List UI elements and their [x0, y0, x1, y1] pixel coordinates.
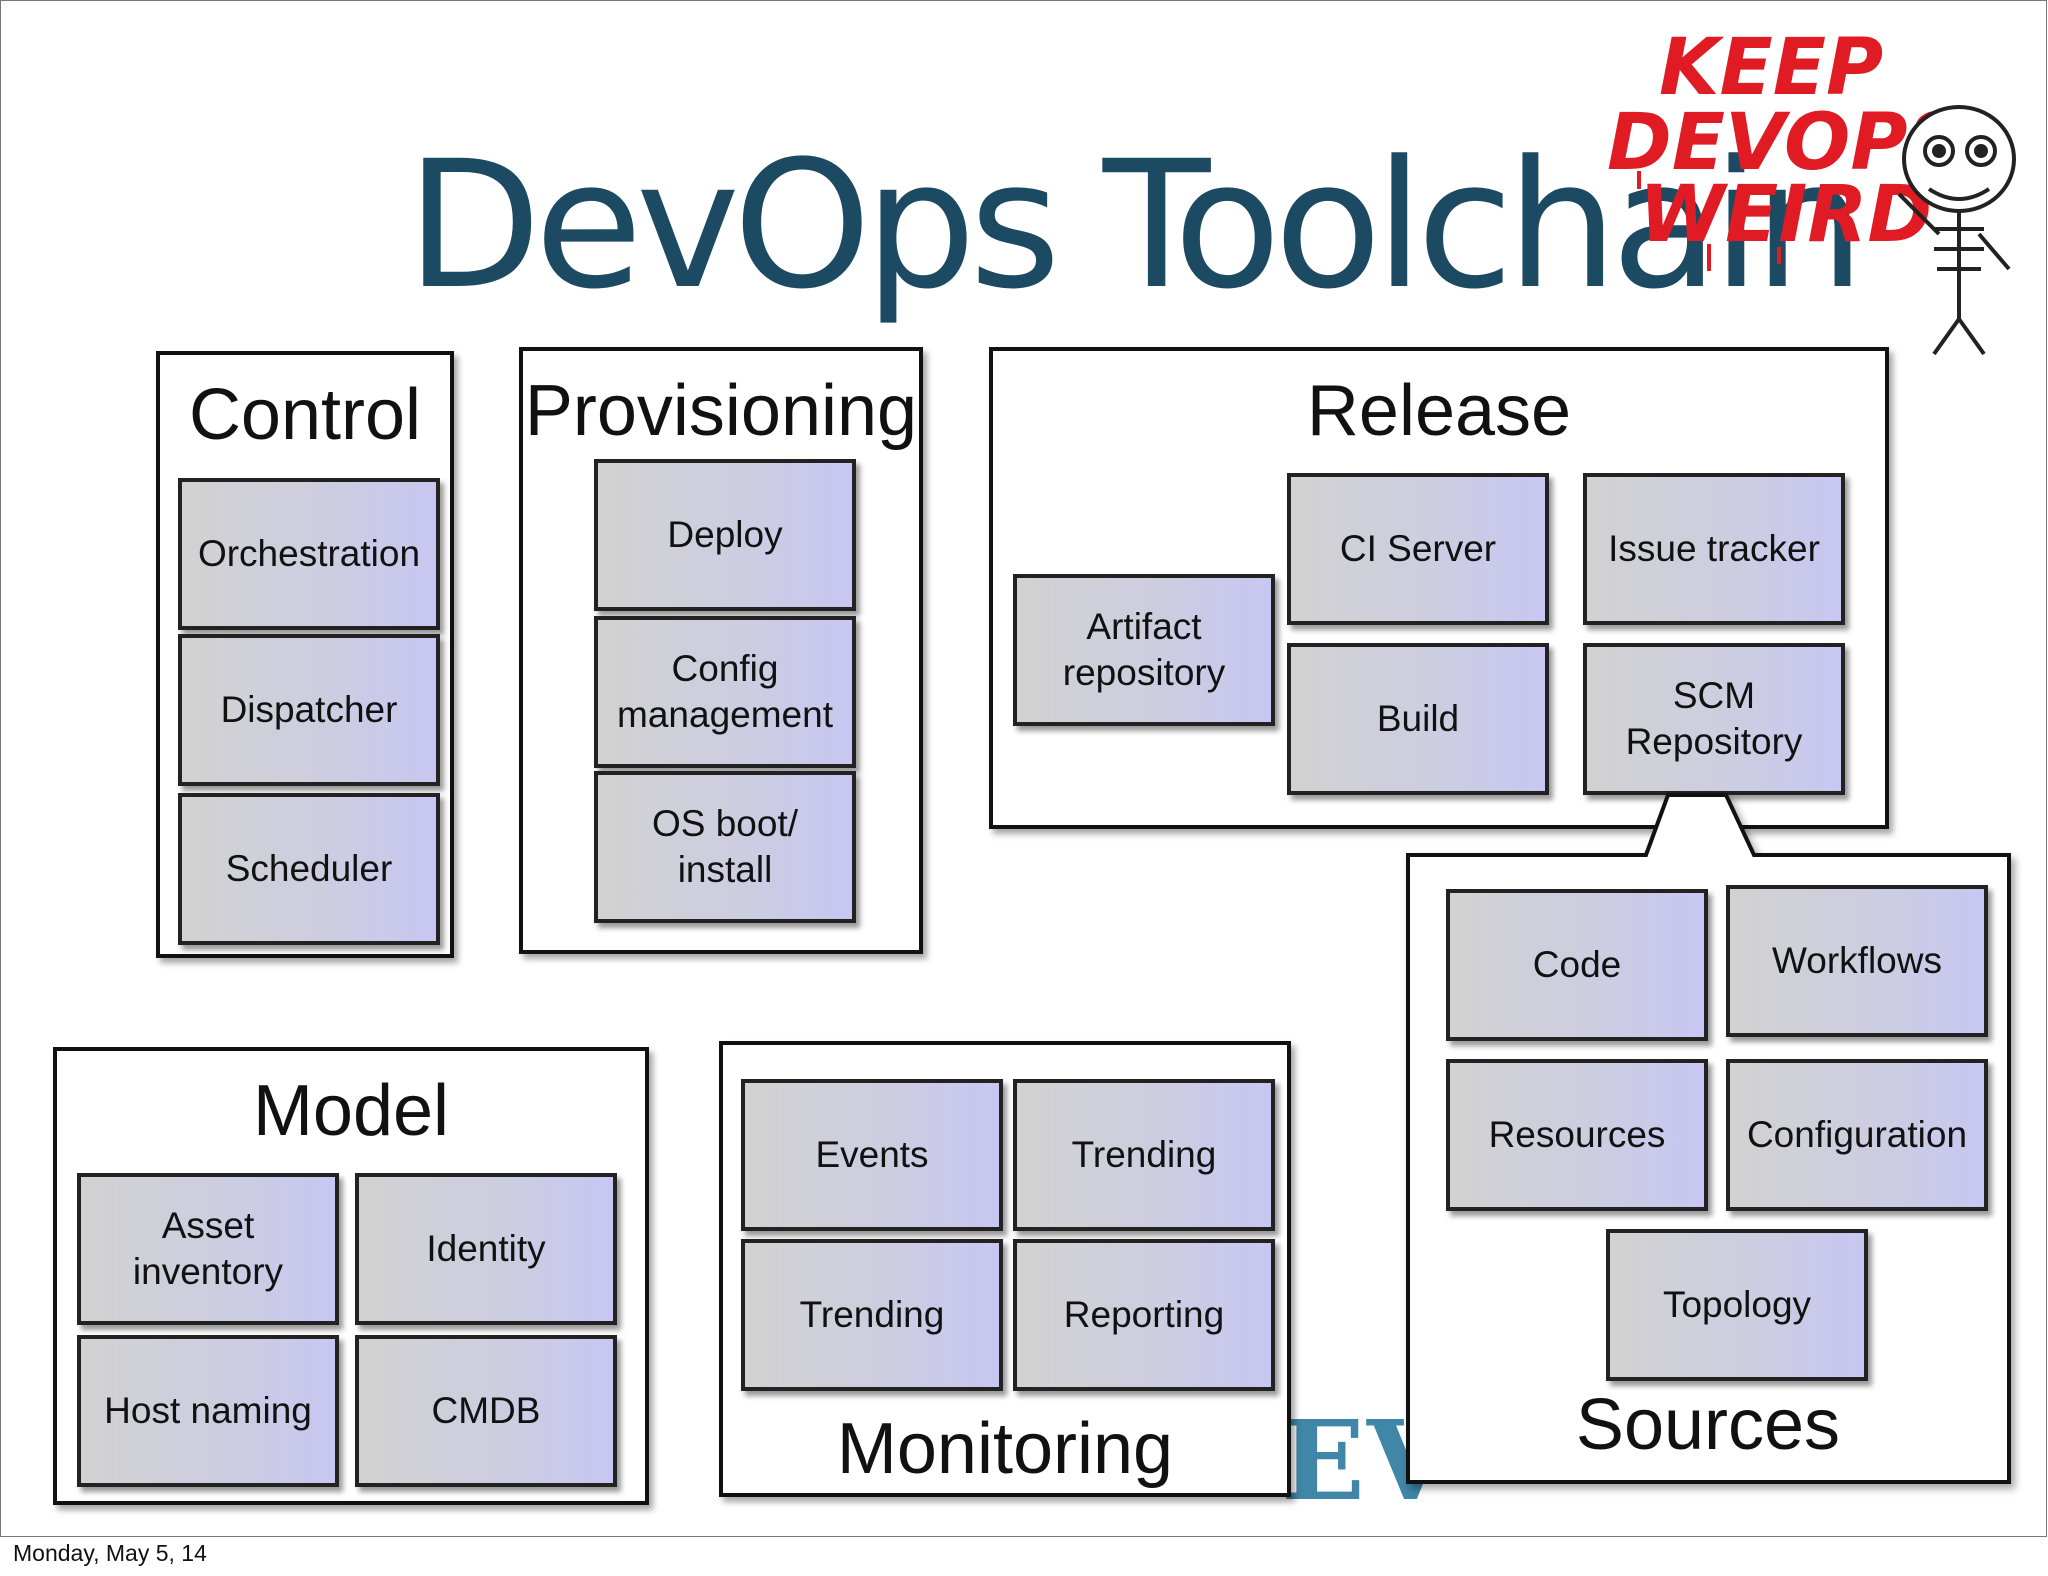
group-title-control: Control: [188, 375, 422, 455]
group-title-sources: Sources: [1575, 1385, 1841, 1465]
group-title-release: Release: [1306, 371, 1572, 451]
group-provisioning: Provisioning Deploy Config management OS…: [519, 347, 923, 954]
box-host-naming: Host naming: [77, 1335, 339, 1487]
box-issue-tracker: Issue tracker: [1583, 473, 1845, 625]
box-scm-repository: SCM Repository: [1583, 643, 1845, 795]
group-title-provisioning: Provisioning: [524, 371, 918, 451]
box-scheduler: Scheduler: [178, 793, 440, 945]
box-reporting: Reporting: [1013, 1239, 1275, 1391]
box-asset-inventory: Asset inventory: [77, 1173, 339, 1325]
box-cmdb: CMDB: [355, 1335, 617, 1487]
page-title: DevOps Toolchain: [406, 123, 1865, 328]
box-trending-top: Trending: [1013, 1079, 1275, 1231]
box-resources: Resources: [1446, 1059, 1708, 1211]
skeleton-icon: [1897, 105, 2016, 356]
group-sources: Code Workflows Resources Configuration T…: [1408, 855, 2008, 1480]
keep-devops-weird-logo: KEEP DEVOPS WEIRD: [1607, 23, 2016, 356]
box-code: Code: [1446, 889, 1708, 1041]
group-control: Control Orchestration Dispatcher Schedul…: [156, 351, 454, 958]
group-title-model: Model: [252, 1071, 450, 1151]
box-events: Events: [741, 1079, 1003, 1231]
box-trending-bottom: Trending: [741, 1239, 1003, 1391]
footer-date: Monday, May 5, 14: [13, 1540, 207, 1566]
group-model: Model Asset inventory Identity Host nami…: [53, 1047, 649, 1505]
box-artifact-repository: Artifact repository: [1013, 574, 1275, 726]
group-title-monitoring: Monitoring: [836, 1409, 1174, 1489]
box-identity: Identity: [355, 1173, 617, 1325]
group-release: Release Artifact repository CI Server Is…: [989, 347, 1889, 829]
box-dispatcher: Dispatcher: [178, 634, 440, 786]
box-config-management: Config management: [594, 616, 856, 768]
badge-line-weird: WEIRD: [1639, 170, 1932, 260]
box-topology: Topology: [1606, 1229, 1868, 1381]
box-deploy: Deploy: [594, 459, 856, 611]
box-workflows: Workflows: [1726, 885, 1988, 1037]
slide: EV DevOps Toolchain KEEP DEVOPS WEIRD: [0, 0, 2047, 1537]
badge-line-keep: KEEP: [1659, 23, 1883, 113]
box-ci-server: CI Server: [1287, 473, 1549, 625]
box-build: Build: [1287, 643, 1549, 795]
box-os-boot-install: OS boot/ install: [594, 771, 856, 923]
box-orchestration: Orchestration: [178, 478, 440, 630]
group-monitoring: Events Trending Trending Reporting Monit…: [719, 1041, 1291, 1497]
box-configuration: Configuration: [1726, 1059, 1988, 1211]
